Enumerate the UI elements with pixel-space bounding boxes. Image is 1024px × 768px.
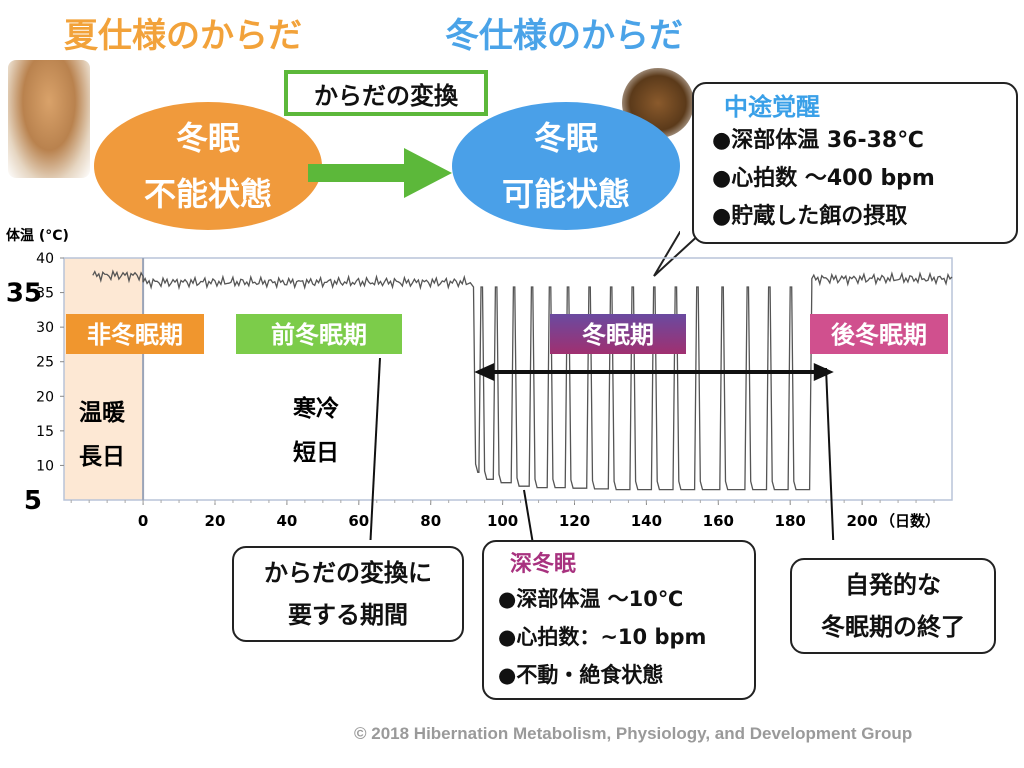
plot-frame xyxy=(63,257,953,501)
deep-heading: 深冬眠 xyxy=(510,552,577,577)
body-transformation-label: からだの変換 xyxy=(284,70,488,116)
arousal-callout: 中途覚醒 ●深部体温 36-38℃ ●心拍数 〜400 bpm ●貯蔵した餌の摂… xyxy=(692,82,1018,244)
hibernation-end-callout: 自発的な 冬眠期の終了 xyxy=(790,558,996,654)
x-tick-label: 200 xyxy=(846,512,877,530)
y-tick-label: 10 xyxy=(36,458,54,474)
phase-label: 非冬眠期 xyxy=(87,321,183,349)
pointer-deep-torpor xyxy=(523,489,534,540)
deep-line-temp: ●深部体温 〜10℃ xyxy=(498,587,684,611)
prehib-condition-cold: 寒冷 xyxy=(293,395,339,422)
x-tick-label: 120 xyxy=(559,512,590,530)
y-tick-label: 15 xyxy=(36,424,54,440)
phase-label-box xyxy=(810,314,948,354)
x-tick-label: 40 xyxy=(276,512,297,530)
y-tick-label: 40 xyxy=(36,251,54,267)
state-left-line2: 不能状態 xyxy=(143,175,272,213)
deep-torpor-callout: 深冬眠 ●深部体温 〜10℃ ●心拍数：~10 bpm ●不動・絶食状態 xyxy=(482,540,756,700)
arousal-line-heart: ●心拍数 〜400 bpm xyxy=(712,166,935,191)
hibernation-span-arrow-right xyxy=(813,363,834,381)
arousal-line-temp: ●深部体温 36-38℃ xyxy=(712,128,924,153)
state-right-line1: 冬眠 xyxy=(533,119,598,157)
x-tick-label: 180 xyxy=(775,512,806,530)
summer-hamster-photo xyxy=(8,60,90,178)
x-tick-label: 20 xyxy=(205,512,226,530)
x-tick-label: 100 xyxy=(487,512,518,530)
x-tick-label: 80 xyxy=(420,512,441,530)
end-line1: 自発的な xyxy=(845,571,941,599)
x-tick-label: 160 xyxy=(703,512,734,530)
y-axis-label: 体温 (°C) xyxy=(6,227,69,244)
deep-line-heart: ●心拍数：~10 bpm xyxy=(498,625,707,649)
pointer-hibernation-end xyxy=(825,367,835,540)
prehib-condition-shortday: 短日 xyxy=(293,439,339,466)
body-temperature-trace xyxy=(92,269,953,491)
change-line2: 要する期間 xyxy=(288,601,408,629)
deep-line-immobile: ●不動・絶食状態 xyxy=(498,663,664,687)
summer-body-title: 夏仕様のからだ xyxy=(64,16,302,56)
y-tick-label: 35 xyxy=(36,286,54,302)
state-right-line2: 可能状態 xyxy=(501,175,630,213)
transformation-period-callout: からだの変換に 要する期間 xyxy=(232,546,464,642)
x-tick-label: 60 xyxy=(348,512,369,530)
body-temperature-chart: 体温 (°C) 10 15 20 25 30 35 40 5 35 0 20 40 60 80 100 120 1… xyxy=(6,227,953,540)
pointer-transformation xyxy=(369,357,381,540)
end-line2: 冬眠期の終了 xyxy=(821,613,965,641)
x-tick-label: 140 xyxy=(631,512,662,530)
phase-label: 前冬眠期 xyxy=(271,321,367,349)
state-left-line1: 冬眠 xyxy=(175,119,240,157)
nonhib-condition-warm: 温暖 xyxy=(79,400,126,426)
phase-label: 後冬眠期 xyxy=(831,321,927,349)
hibernation-capable-state: 冬眠 可能状態 xyxy=(452,102,680,230)
phase-label: 冬眠期 xyxy=(582,321,654,349)
y-tick-label-emphasized: 5 xyxy=(24,486,42,516)
winter-body-title: 冬仕様のからだ xyxy=(445,16,683,56)
nonhibernation-shade xyxy=(63,257,144,501)
transformation-arrow xyxy=(308,148,452,198)
phase-label-box xyxy=(66,314,204,354)
phase-label-box xyxy=(550,314,686,354)
nonhib-condition-longday: 長日 xyxy=(79,444,125,470)
x-axis-label: （日数） xyxy=(880,512,940,530)
x-tick-label: 0 xyxy=(138,512,148,530)
y-tick-label: 25 xyxy=(36,355,54,371)
phase-label-box xyxy=(236,314,402,354)
arousal-heading: 中途覚醒 xyxy=(724,93,820,121)
hibernation-incapable-state: 冬眠 不能状態 xyxy=(94,102,322,230)
arousal-line-food: ●貯蔵した餌の摂取 xyxy=(712,204,908,229)
copyright-notice: © 2018 Hibernation Metabolism, Physiolog… xyxy=(354,724,913,743)
hibernation-span-arrow-left xyxy=(474,363,495,381)
change-line1: からだの変換に xyxy=(264,559,432,587)
y-tick-label: 20 xyxy=(36,389,54,405)
y-tick-label: 30 xyxy=(36,320,54,336)
y-tick-label-emphasized: 35 xyxy=(6,279,42,309)
